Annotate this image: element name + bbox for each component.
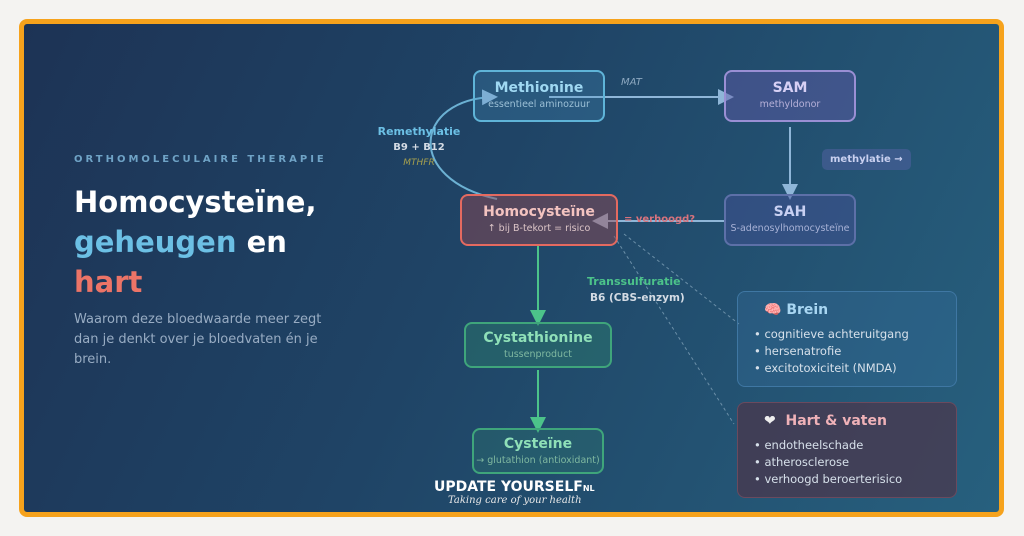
- link-brein: [623, 233, 740, 325]
- logo-name: UPDATE YOURSELF: [434, 479, 583, 495]
- node-name: Cystathionine: [483, 330, 593, 346]
- kicker: ORTHOMOLECULAIRE THERAPIE: [74, 154, 327, 165]
- list-item: excitotoxiciteit (NMDA): [754, 360, 940, 377]
- node-sub: tussenproduct: [503, 349, 573, 360]
- node-sub: → glutathion (antioxidant): [476, 455, 600, 466]
- node-sam: SAM methyldonor: [724, 70, 856, 122]
- list-item: verhoogd beroerterisico: [754, 471, 940, 488]
- list-item: hersenatrofie: [754, 343, 940, 360]
- page-title: Homocysteïne, geheugen en hart: [74, 182, 317, 302]
- arrow-remethylation: [429, 89, 498, 200]
- node-cystathionine: Cystathionine tussenproduct: [464, 322, 612, 368]
- label-b9-b12: B9 + B12: [393, 142, 445, 153]
- card-header: 🧠 Brein: [764, 302, 940, 318]
- link-hart: [613, 235, 735, 425]
- subtitle: Waarom deze bloedwaarde meer zegt dan je…: [74, 312, 322, 367]
- label-mthfr: MTHFR: [403, 158, 435, 168]
- node-homocysteine: Homocysteïne ↑ bij B-tekort = risico: [460, 194, 618, 246]
- label-mat: MAT: [621, 77, 642, 88]
- label-b6: B6 (CBS-enzym): [590, 292, 685, 304]
- card-hart: ❤ Hart & vaten endotheelschadeatheroscle…: [737, 402, 957, 498]
- title-line1: Homocysteïne,: [74, 185, 317, 219]
- node-cysteine: Cysteïne → glutathion (antioxidant): [472, 428, 604, 474]
- card-header: ❤ Hart & vaten: [764, 413, 940, 429]
- title-en: en: [236, 225, 287, 259]
- node-name: Methionine: [494, 80, 584, 96]
- node-name: SAH: [773, 204, 807, 220]
- title-geheugen: geheugen: [74, 225, 237, 259]
- label-transsulfuratie: Transsulfuratie: [587, 275, 681, 288]
- node-sub: methyldonor: [759, 99, 821, 110]
- logo: UPDATE YOURSELFNL Taking care of your he…: [434, 479, 595, 506]
- card-title: Hart & vaten: [785, 413, 887, 429]
- label-verhoogd: = verhoogd?: [624, 214, 696, 225]
- label-methylatie: methylatie →: [822, 149, 911, 170]
- node-sah: SAH S-adenosylhomocysteïne: [724, 194, 856, 246]
- label-remethylatie: Remethylatie: [377, 125, 461, 138]
- infographic-frame: ORTHOMOLECULAIRE THERAPIE Homocysteïne, …: [19, 19, 1004, 517]
- node-sub: S-adenosylhomocysteïne: [730, 223, 850, 234]
- node-name: Homocysteïne: [483, 204, 595, 220]
- list-item: cognitieve achteruitgang: [754, 326, 940, 343]
- heart-icon: ❤: [764, 413, 786, 429]
- node-sub: essentieel aminozuur: [488, 99, 590, 110]
- card-title: Brein: [786, 302, 829, 318]
- logo-tagline: Taking care of your health: [448, 495, 582, 506]
- title-hart: hart: [74, 265, 143, 299]
- node-sub: ↑ bij B-tekort = risico: [487, 223, 591, 234]
- list-item: atherosclerose: [754, 454, 940, 471]
- brain-icon: 🧠: [764, 302, 787, 318]
- list-item: endotheelschade: [754, 437, 940, 454]
- node-methionine: Methionine essentieel aminozuur: [473, 70, 605, 122]
- node-name: Cysteïne: [503, 436, 573, 452]
- card-brein: 🧠 Brein cognitieve achteruitganghersenat…: [737, 291, 957, 387]
- logo-suffix: NL: [582, 484, 595, 493]
- node-name: SAM: [772, 80, 808, 96]
